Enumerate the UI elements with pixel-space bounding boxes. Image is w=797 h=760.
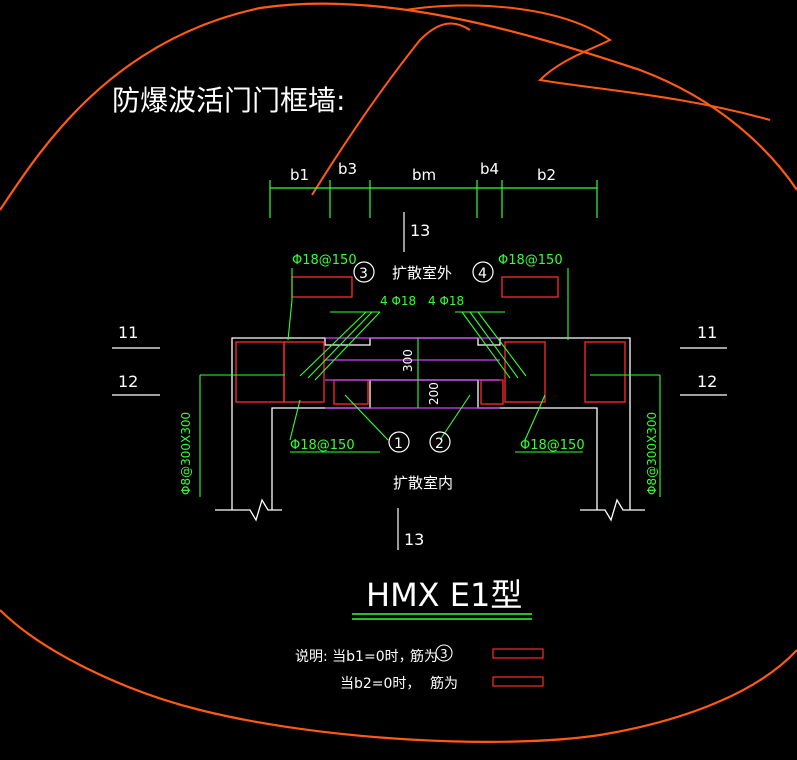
note-callout-3: 3	[440, 647, 448, 661]
section-mark-left-lower: 12	[118, 372, 138, 391]
reference-lines	[325, 337, 500, 409]
callout-2: 2	[435, 436, 444, 452]
dim-b1: b1	[290, 166, 309, 184]
section-marks	[112, 212, 727, 550]
wall-frame	[215, 337, 645, 522]
zone-label-inside: 扩散室内	[393, 474, 453, 492]
callout-1: 1	[394, 436, 403, 452]
section-mark-right-lower: 12	[697, 372, 717, 391]
note-callout-circle	[435, 644, 453, 662]
markup-stroke-scribble	[404, 4, 771, 121]
dim-b4: b4	[480, 160, 499, 178]
note-rebar-symbol-1	[492, 648, 544, 659]
rebar-label-center-left: 4 Φ18	[380, 294, 416, 308]
drawing-title: HMX E1型	[366, 576, 522, 614]
note-line1-prefix: 说明: 当b1=0时，	[295, 649, 413, 665]
markup-stroke-outline	[0, 2, 797, 211]
drawing-heading: 防爆波活门门框墙:	[112, 84, 345, 117]
dim-b3: b3	[338, 160, 357, 178]
callout-circles	[353, 261, 494, 453]
top-dimension-line	[269, 180, 598, 218]
callout-3: 3	[359, 266, 368, 282]
section-mark-bottom: 13	[404, 530, 424, 549]
zone-label-outside: 扩散室外	[392, 264, 452, 282]
rebar-label-top-left: Φ18@150	[292, 253, 357, 268]
markup-stroke-bottom	[0, 609, 797, 743]
rebar-label-side-left: Φ8@300X300	[179, 412, 193, 495]
note-rebar-symbol-2	[492, 676, 544, 687]
markup-stroke-inner	[311, 22, 471, 196]
note-line1-suffix: 筋为	[410, 648, 438, 665]
rebar-label-bottom-left: Φ18@150	[290, 438, 355, 453]
note-line2-prefix: 当b2=0时，	[340, 676, 420, 692]
section-mark-top: 13	[410, 221, 430, 240]
vertical-dim-upper: 300	[401, 349, 415, 372]
dim-b2: b2	[537, 166, 556, 184]
rebar-leaders	[199, 268, 661, 497]
callout-4: 4	[478, 266, 487, 282]
rebar-label-side-right: Φ8@300X300	[645, 412, 659, 495]
rebar-label-center-right: 4 Φ18	[428, 294, 464, 308]
vertical-dim-lower: 200	[427, 382, 441, 405]
section-mark-left-upper: 11	[118, 323, 138, 342]
section-mark-right-upper: 11	[697, 323, 717, 342]
rebar-label-top-right: Φ18@150	[498, 253, 563, 268]
rebar-label-bottom-right: Φ18@150	[520, 438, 585, 453]
title-underline	[352, 613, 532, 620]
note-line2-suffix: 筋为	[430, 675, 458, 692]
dim-bm: bm	[412, 166, 436, 184]
